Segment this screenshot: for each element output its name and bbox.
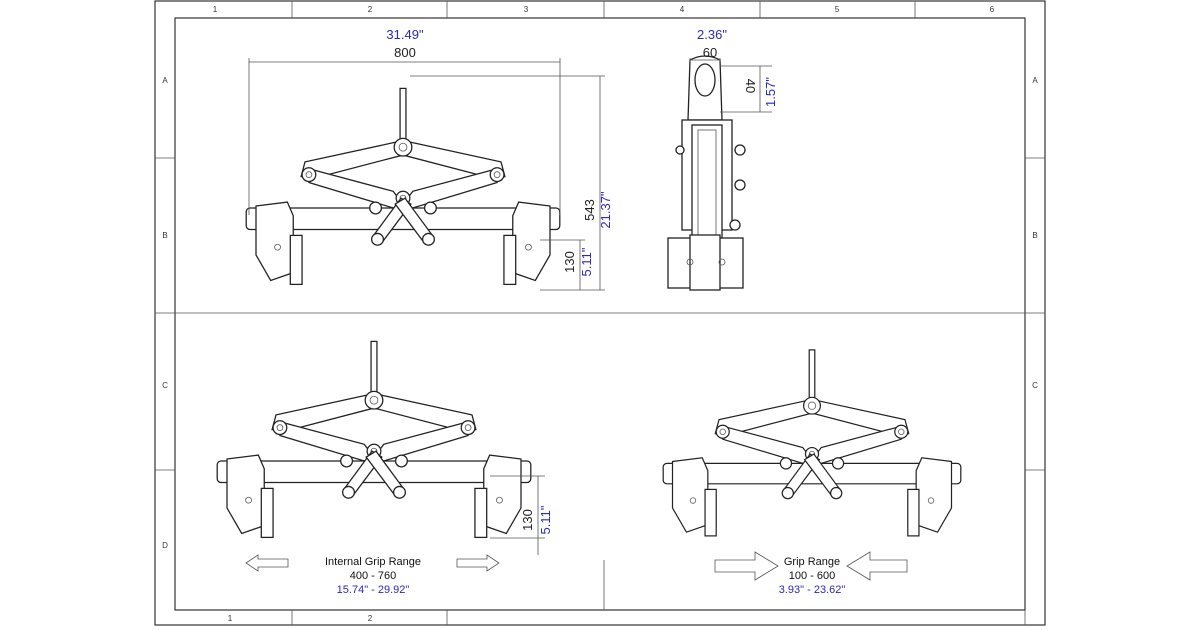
zone-row-d: D: [162, 541, 168, 550]
grip-range-inches: 3.93" - 23.62": [779, 584, 846, 596]
grip-range-mm: 100 - 600: [789, 570, 835, 582]
drawing-frame: 1 2 3 4 5 6 1 2 A B C D A B C: [154, 0, 1046, 626]
arrow-right-icon: [456, 554, 500, 572]
side-width-inches: 2.36": [697, 27, 727, 42]
internal-grip-range-inches: 15.74" - 29.92": [337, 584, 410, 596]
overall-width-inches: 31.49": [386, 27, 424, 42]
zone-row-b: B: [162, 231, 167, 240]
arrow-left-icon: [245, 554, 289, 572]
arrow-right-icon: [714, 551, 779, 581]
overall-height-inches: 21.37": [598, 191, 613, 229]
internal-grip-view: 130 5.11" Internal Grip Range 400 - 760 …: [216, 340, 553, 596]
zone-col-6: 6: [990, 5, 995, 14]
overall-width-mm: 800: [394, 45, 416, 60]
side-view-clamp: 2.36" 60 40 1.57": [667, 27, 778, 291]
zone-bottom-col-1: 1: [228, 614, 233, 623]
internal-jaw-height-mm: 130: [520, 509, 535, 531]
zone-row-a: A: [162, 76, 168, 85]
zone-col-3: 3: [524, 5, 529, 14]
internal-grip-range-mm: 400 - 760: [350, 570, 396, 582]
external-grip-view: Grip Range 100 - 600 3.93" - 23.62": [662, 349, 962, 596]
front-view-clamp: 31.49" 800 543 21.37" 130 5.11": [245, 27, 613, 291]
zone-row-a-right: A: [1032, 76, 1038, 85]
zone-bottom-col-2: 2: [368, 614, 373, 623]
overall-height-mm: 543: [582, 199, 597, 221]
zone-col-4: 4: [680, 5, 685, 14]
internal-grip-caption: Internal Grip Range: [325, 556, 421, 568]
eye-height-mm: 40: [743, 79, 758, 93]
jaw-height-inches: 5.11": [579, 247, 594, 276]
side-width-mm: 60: [703, 45, 717, 60]
zone-row-c: C: [162, 381, 168, 390]
zone-col-2: 2: [368, 5, 373, 14]
grip-range-caption: Grip Range: [784, 556, 840, 568]
zone-col-5: 5: [835, 5, 840, 14]
zone-row-b-right: B: [1032, 231, 1037, 240]
zone-row-c-right: C: [1032, 381, 1038, 390]
internal-jaw-height-inches: 5.11": [538, 505, 553, 534]
arrow-left-icon: [846, 551, 908, 581]
jaw-height-mm: 130: [562, 251, 577, 273]
eye-height-inches: 1.57": [763, 77, 778, 107]
zone-col-1: 1: [213, 5, 218, 14]
